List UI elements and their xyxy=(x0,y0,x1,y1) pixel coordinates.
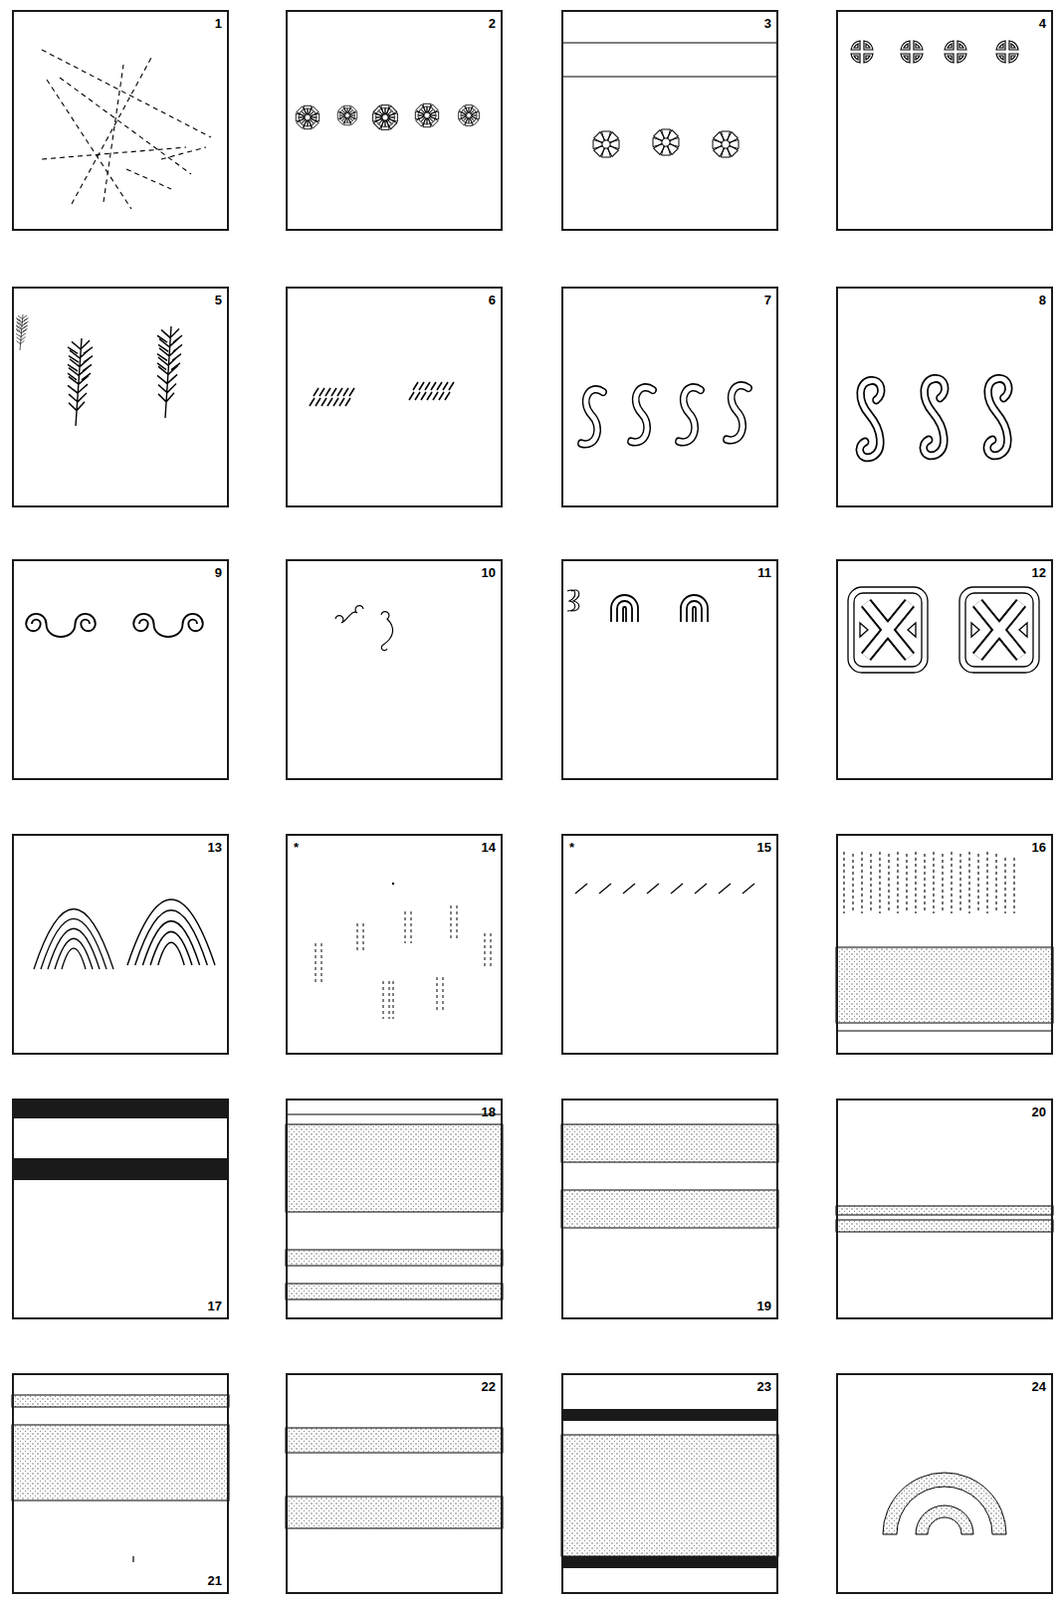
motif-panel: 6 xyxy=(285,286,503,508)
panel-number: 24 xyxy=(1032,1380,1047,1394)
motif-panel: 9 xyxy=(11,559,229,781)
panel-number: 9 xyxy=(214,566,222,580)
panel-number: 12 xyxy=(1032,566,1047,580)
motif-panel: 22 xyxy=(285,1373,503,1595)
panel-number: 22 xyxy=(481,1380,496,1394)
motif-panel: 7 xyxy=(561,286,779,508)
motif-panel: 18 xyxy=(285,1098,503,1320)
panel-number: 2 xyxy=(488,16,496,30)
panel-number: 15 xyxy=(757,841,772,854)
motif-panel: 23 xyxy=(561,1373,779,1595)
motif-panel: 17 xyxy=(11,1098,229,1320)
panel-number: 10 xyxy=(481,566,496,580)
panel-number: 17 xyxy=(208,1299,222,1313)
motif-panel: 2 xyxy=(285,9,503,231)
panel-number: 8 xyxy=(1039,293,1047,307)
panel-number: 18 xyxy=(481,1105,496,1119)
panel-number: 4 xyxy=(1039,16,1047,30)
panel-number: 3 xyxy=(764,16,772,30)
motif-panel: 3 xyxy=(561,9,779,231)
panel-number: 21 xyxy=(208,1574,222,1588)
asterisk-mark: * xyxy=(293,841,299,854)
motif-panel: 13 xyxy=(11,834,229,1056)
panel-number: 19 xyxy=(757,1299,772,1313)
motif-panel: 16 xyxy=(836,834,1054,1056)
motif-panel: 21 xyxy=(11,1373,229,1595)
asterisk-mark: * xyxy=(569,841,575,854)
motif-panel: 5 xyxy=(11,286,229,508)
panel-number: 6 xyxy=(488,293,496,307)
motif-panel: 24 xyxy=(836,1373,1054,1595)
panel-number: 1 xyxy=(214,16,222,30)
panel-number: 14 xyxy=(481,841,496,854)
panel-number: 23 xyxy=(757,1380,772,1394)
motif-panel: 11 xyxy=(561,559,779,781)
panel-number: 20 xyxy=(1032,1105,1047,1119)
motif-panel: * 15 xyxy=(561,834,779,1056)
motif-panel: 4 xyxy=(836,9,1054,231)
panel-number: 11 xyxy=(757,566,772,580)
motif-panel: 10 xyxy=(285,559,503,781)
motif-panel: 19 xyxy=(561,1098,779,1320)
panel-number: 16 xyxy=(1032,841,1047,854)
motif-panel: 1 xyxy=(11,9,229,231)
motif-panel: 12 xyxy=(836,559,1054,781)
motif-panel: 20 xyxy=(836,1098,1054,1320)
panel-number: 5 xyxy=(214,293,222,307)
motif-panel: * 14 xyxy=(285,834,503,1056)
panel-number: 13 xyxy=(208,841,222,854)
motif-panel: 8 xyxy=(836,286,1054,508)
panel-number: 7 xyxy=(764,293,772,307)
